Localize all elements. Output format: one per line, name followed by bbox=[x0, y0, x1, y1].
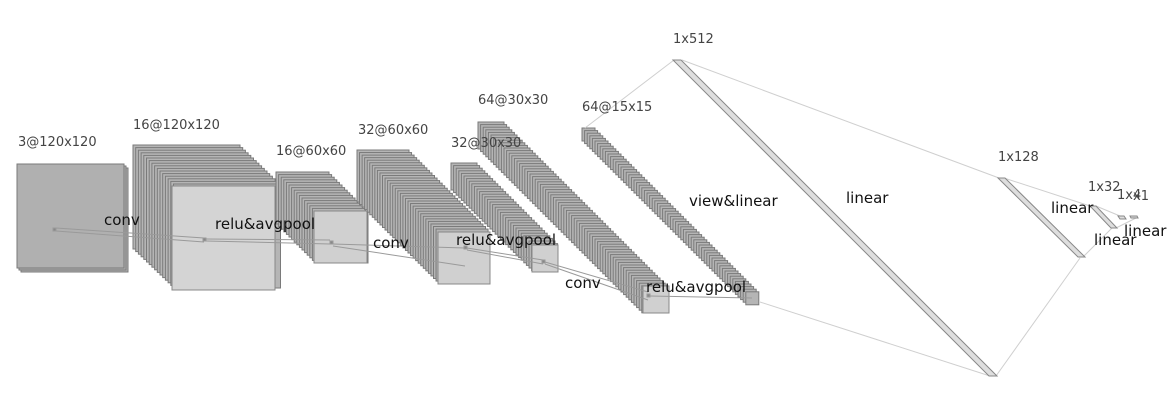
fc3-layer bbox=[1088, 205, 1119, 229]
op-pool1-label: relu&avgpool bbox=[215, 215, 315, 233]
op-pool3-label: relu&avgpool bbox=[646, 278, 746, 296]
op-fc-b-label: linear bbox=[1051, 199, 1094, 217]
op-fc-a-label: linear bbox=[846, 189, 889, 207]
pool3-feature-maps bbox=[581, 127, 760, 306]
pool1-dims-label: 16@60x60 bbox=[276, 144, 346, 159]
fc1-dims-label: 1x512 bbox=[673, 32, 714, 47]
out2-dims-label: x1 bbox=[1133, 189, 1149, 204]
op-conv2-label: conv bbox=[373, 234, 409, 252]
conv3-pool-window bbox=[642, 285, 670, 314]
fc-connector-lines bbox=[584, 59, 1139, 377]
fc2-layer bbox=[996, 177, 1087, 258]
op-fc-c-label: linear bbox=[1094, 231, 1137, 249]
pool3-dims-label: 64@15x15 bbox=[582, 100, 652, 115]
conv1-pool-window bbox=[171, 185, 276, 291]
fc2-dims-label: 1x128 bbox=[998, 150, 1039, 165]
input-feature-maps bbox=[16, 163, 129, 273]
out-dims-label: 1x4 bbox=[1117, 188, 1141, 203]
op-pool2-label: relu&avgpool bbox=[456, 231, 556, 249]
op-fc-d-label: linear bbox=[1124, 222, 1167, 240]
conv2-pool-window bbox=[437, 231, 491, 285]
op-conv1-label: conv bbox=[104, 211, 140, 229]
op-flatten-label: view&linear bbox=[689, 192, 779, 210]
conv3-feature-maps bbox=[477, 121, 669, 314]
fc3-dims-label: 1x32 bbox=[1088, 180, 1121, 195]
kernel-connectors bbox=[52, 227, 753, 301]
out-layer bbox=[1117, 215, 1139, 220]
conv1-dims-label: 16@120x120 bbox=[133, 118, 220, 133]
op-conv3-label: conv bbox=[565, 274, 601, 292]
pool2-feature-maps bbox=[450, 162, 559, 272]
conv2-dims-label: 32@60x60 bbox=[358, 123, 428, 138]
pool1-conv-window bbox=[313, 210, 368, 264]
conv3-dims-label: 64@30x30 bbox=[478, 93, 548, 108]
input-dims-label: 3@120x120 bbox=[18, 135, 97, 150]
fc1-layer bbox=[671, 59, 999, 377]
pool2-dims-label: 32@30x30 bbox=[451, 136, 521, 151]
